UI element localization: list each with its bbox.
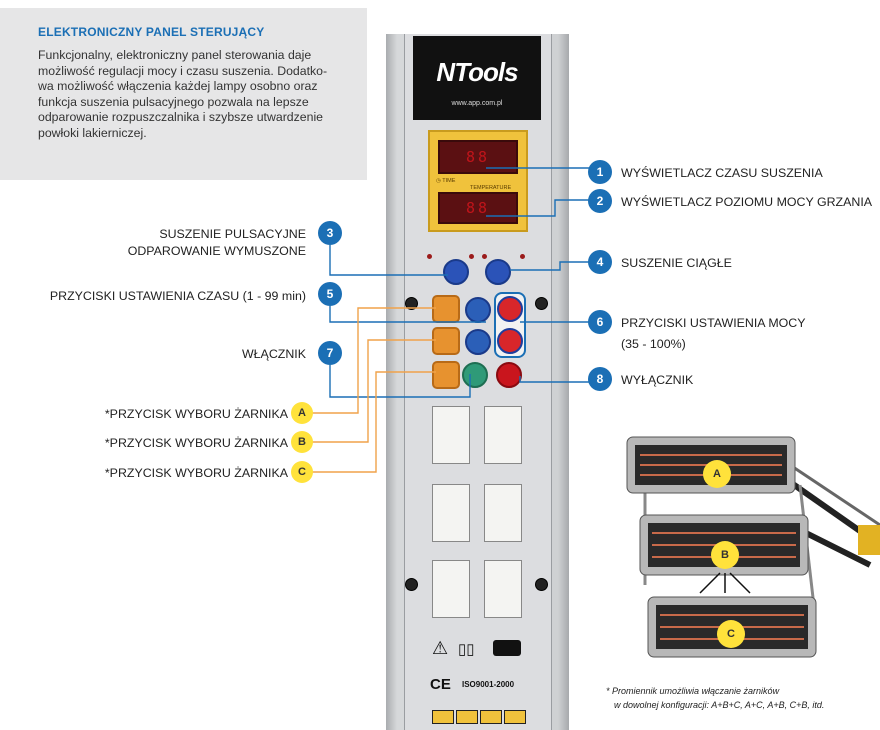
indicator-led xyxy=(482,254,487,259)
brand-logo: NTools xyxy=(436,57,518,87)
start-button[interactable] xyxy=(462,362,488,388)
callout-label-6: PRZYCISKI USTAWIENIA MOCY xyxy=(621,316,806,330)
indicator-led xyxy=(469,254,474,259)
lamp-b-label: *PRZYCISK WYBORU ŻARNIKA xyxy=(104,436,288,450)
time-up-button[interactable] xyxy=(465,297,491,323)
callout-badge-2: 2 xyxy=(588,189,612,213)
lamp-c-select-button[interactable] xyxy=(432,361,460,389)
lamp-a-badge: A xyxy=(291,402,313,424)
callout-badge-3: 3 xyxy=(318,221,342,245)
power-down-button[interactable] xyxy=(497,328,523,354)
callout-label-7: WŁĄCZNIK xyxy=(241,347,306,361)
continuous-drying-button[interactable] xyxy=(485,259,511,285)
leader-8 xyxy=(519,376,590,383)
panel-screw xyxy=(405,578,418,591)
time-display-label: ◷ TIME xyxy=(436,178,456,184)
brand-url: www.app.com.pl xyxy=(451,100,503,107)
time-down-button[interactable] xyxy=(465,329,491,355)
mode-icon-1 xyxy=(432,710,454,724)
brand-logo-box xyxy=(413,36,541,120)
callout-badge-6: 6 xyxy=(588,310,612,334)
callout-sublabel-3: ODPAROWANIE WYMUSZONE xyxy=(127,244,306,258)
mode-icon-3 xyxy=(480,710,502,724)
info-line: możliwość regulacji mocy i czasu suszeni… xyxy=(38,63,328,78)
power-display: 88 xyxy=(438,192,518,224)
certification-logo-icon xyxy=(493,640,521,656)
panel-screw xyxy=(405,297,418,310)
manual-icon: ▯▯ xyxy=(458,641,475,658)
lamp-b-badge: B xyxy=(291,431,313,453)
instruction-card xyxy=(432,406,470,464)
leader-4 xyxy=(510,261,590,271)
mode-icon-4 xyxy=(504,710,526,724)
info-line: odparowanie rozpuszczalnika i szybsze ut… xyxy=(38,110,324,124)
info-line: Funkcjonalny, elektroniczny panel sterow… xyxy=(38,48,312,62)
callout-badge-8: 8 xyxy=(588,367,612,391)
lamp-c-marker: C xyxy=(717,620,745,648)
lamp-c-badge: C xyxy=(291,461,313,483)
pulse-drying-button[interactable] xyxy=(443,259,469,285)
instruction-card xyxy=(432,560,470,618)
power-up-button[interactable] xyxy=(497,296,523,322)
leader-2 xyxy=(486,199,590,217)
info-line: funkcja suszenia pulsacyjnego pozwala na… xyxy=(38,94,309,109)
info-title: ELEKTRONICZNY PANEL STERUJĄCY xyxy=(38,25,265,39)
instruction-card xyxy=(484,484,522,542)
warning-icon: ⚠ xyxy=(432,638,449,658)
instruction-card xyxy=(432,484,470,542)
ce-mark: CE xyxy=(430,676,451,693)
leader-3 xyxy=(329,245,448,276)
callout-label-2: WYŚWIETLACZ POZIOMU MOCY GRZANIA xyxy=(621,195,873,209)
instruction-card xyxy=(484,406,522,464)
callout-label-3: SUSZENIE PULSACYJNE xyxy=(159,227,306,241)
info-box xyxy=(0,8,367,180)
instruction-card xyxy=(484,560,522,618)
lamp-b-marker: B xyxy=(711,541,739,569)
mode-icon-2 xyxy=(456,710,478,724)
callout-label-8: WYŁĄCZNIK xyxy=(621,373,694,387)
footnote-line-1: * Promiennik umożliwia włączanie żarnikó… xyxy=(606,686,780,696)
callout-badge-5: 5 xyxy=(318,282,342,306)
panel-screw xyxy=(535,578,548,591)
callout-label-1: WYŚWIETLACZ CZASU SUSZENIA xyxy=(621,166,823,180)
lamp-b-select-button[interactable] xyxy=(432,327,460,355)
lamp-a-label: *PRZYCISK WYBORU ŻARNIKA xyxy=(104,407,288,421)
callout-badge-7: 7 xyxy=(318,341,342,365)
callout-label-5: PRZYCISKI USTAWIENIA CZASU (1 - 99 min) xyxy=(49,289,306,303)
indicator-led xyxy=(520,254,525,259)
indicator-led xyxy=(427,254,432,259)
leader-b xyxy=(312,339,436,443)
lamp-a-marker: A xyxy=(703,460,731,488)
leader-5 xyxy=(329,306,486,323)
iso-label: ISO9001-2000 xyxy=(462,680,515,689)
info-description: Funkcjonalny, elektroniczny panel sterow… xyxy=(38,48,344,141)
stop-button[interactable] xyxy=(496,362,522,388)
callout-sublabel-6: (35 - 100%) xyxy=(621,337,686,351)
leader-7 xyxy=(329,365,471,398)
callout-label-4: SUSZENIE CIĄGŁE xyxy=(621,256,732,270)
footnote-line-2: w dowolnej konfiguracji: A+B+C, A+C, A+B… xyxy=(614,700,825,710)
info-line: wa możliwość włączenia każdej lampy osob… xyxy=(38,79,318,93)
lamp-c-label: *PRZYCISK WYBORU ŻARNIKA xyxy=(104,466,288,480)
info-line: powłoki lakierniczej. xyxy=(38,125,147,140)
panel-screw xyxy=(535,297,548,310)
leader-c xyxy=(312,371,436,473)
callout-badge-1: 1 xyxy=(588,160,612,184)
leader-a xyxy=(312,307,436,414)
temperature-display-label: TEMPERATURE xyxy=(470,185,512,191)
callout-badge-4: 4 xyxy=(588,250,612,274)
